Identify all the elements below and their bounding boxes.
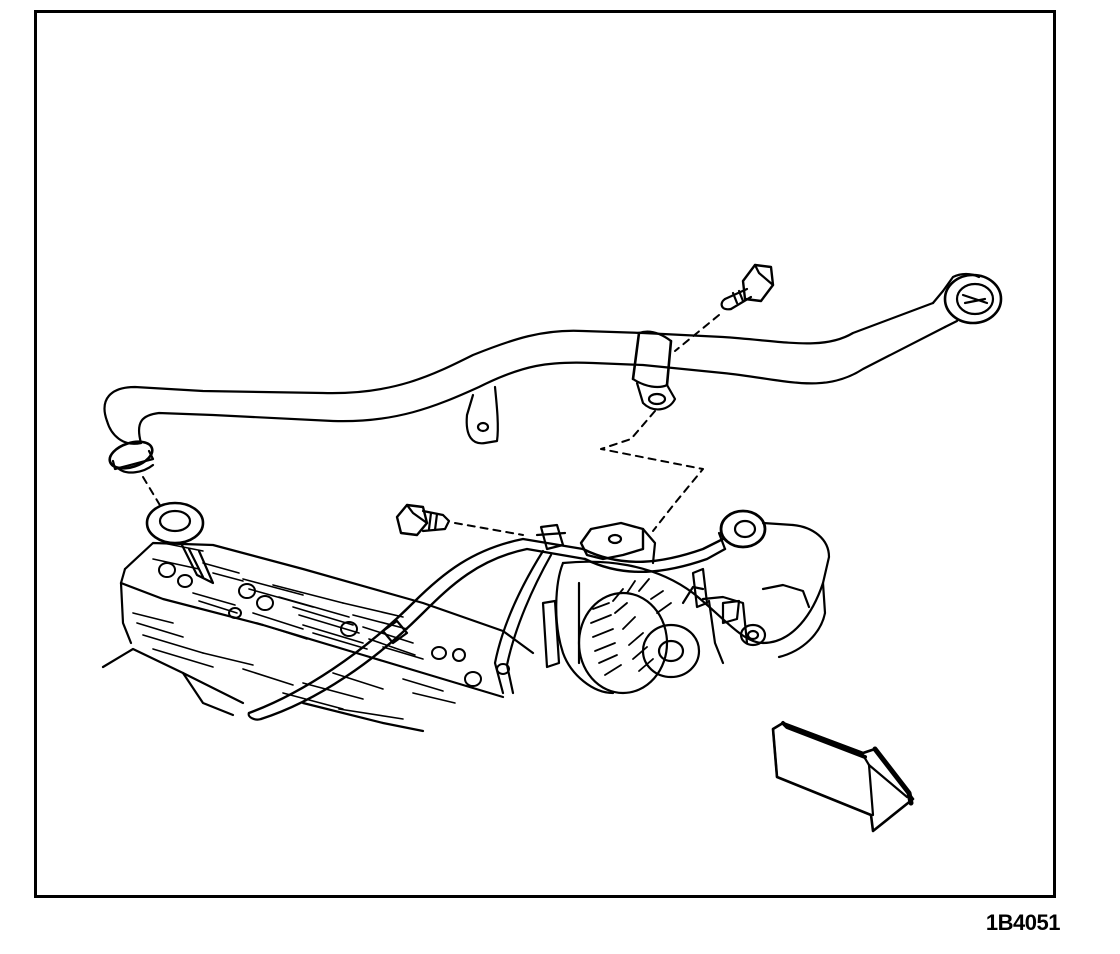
pcv-grommet: [147, 503, 213, 583]
figure-id-label: 1B4051: [985, 910, 1061, 935]
upper-bolt: [722, 265, 773, 309]
breather-tube: [105, 274, 1001, 473]
lower-bolt: [397, 505, 449, 535]
figure-frame: [34, 10, 1056, 898]
engine-diagram: [37, 13, 1053, 895]
direction-arrow: [773, 723, 913, 831]
alternator: [556, 523, 829, 693]
wiring-harness: [249, 511, 765, 720]
engine-block: [103, 503, 533, 731]
